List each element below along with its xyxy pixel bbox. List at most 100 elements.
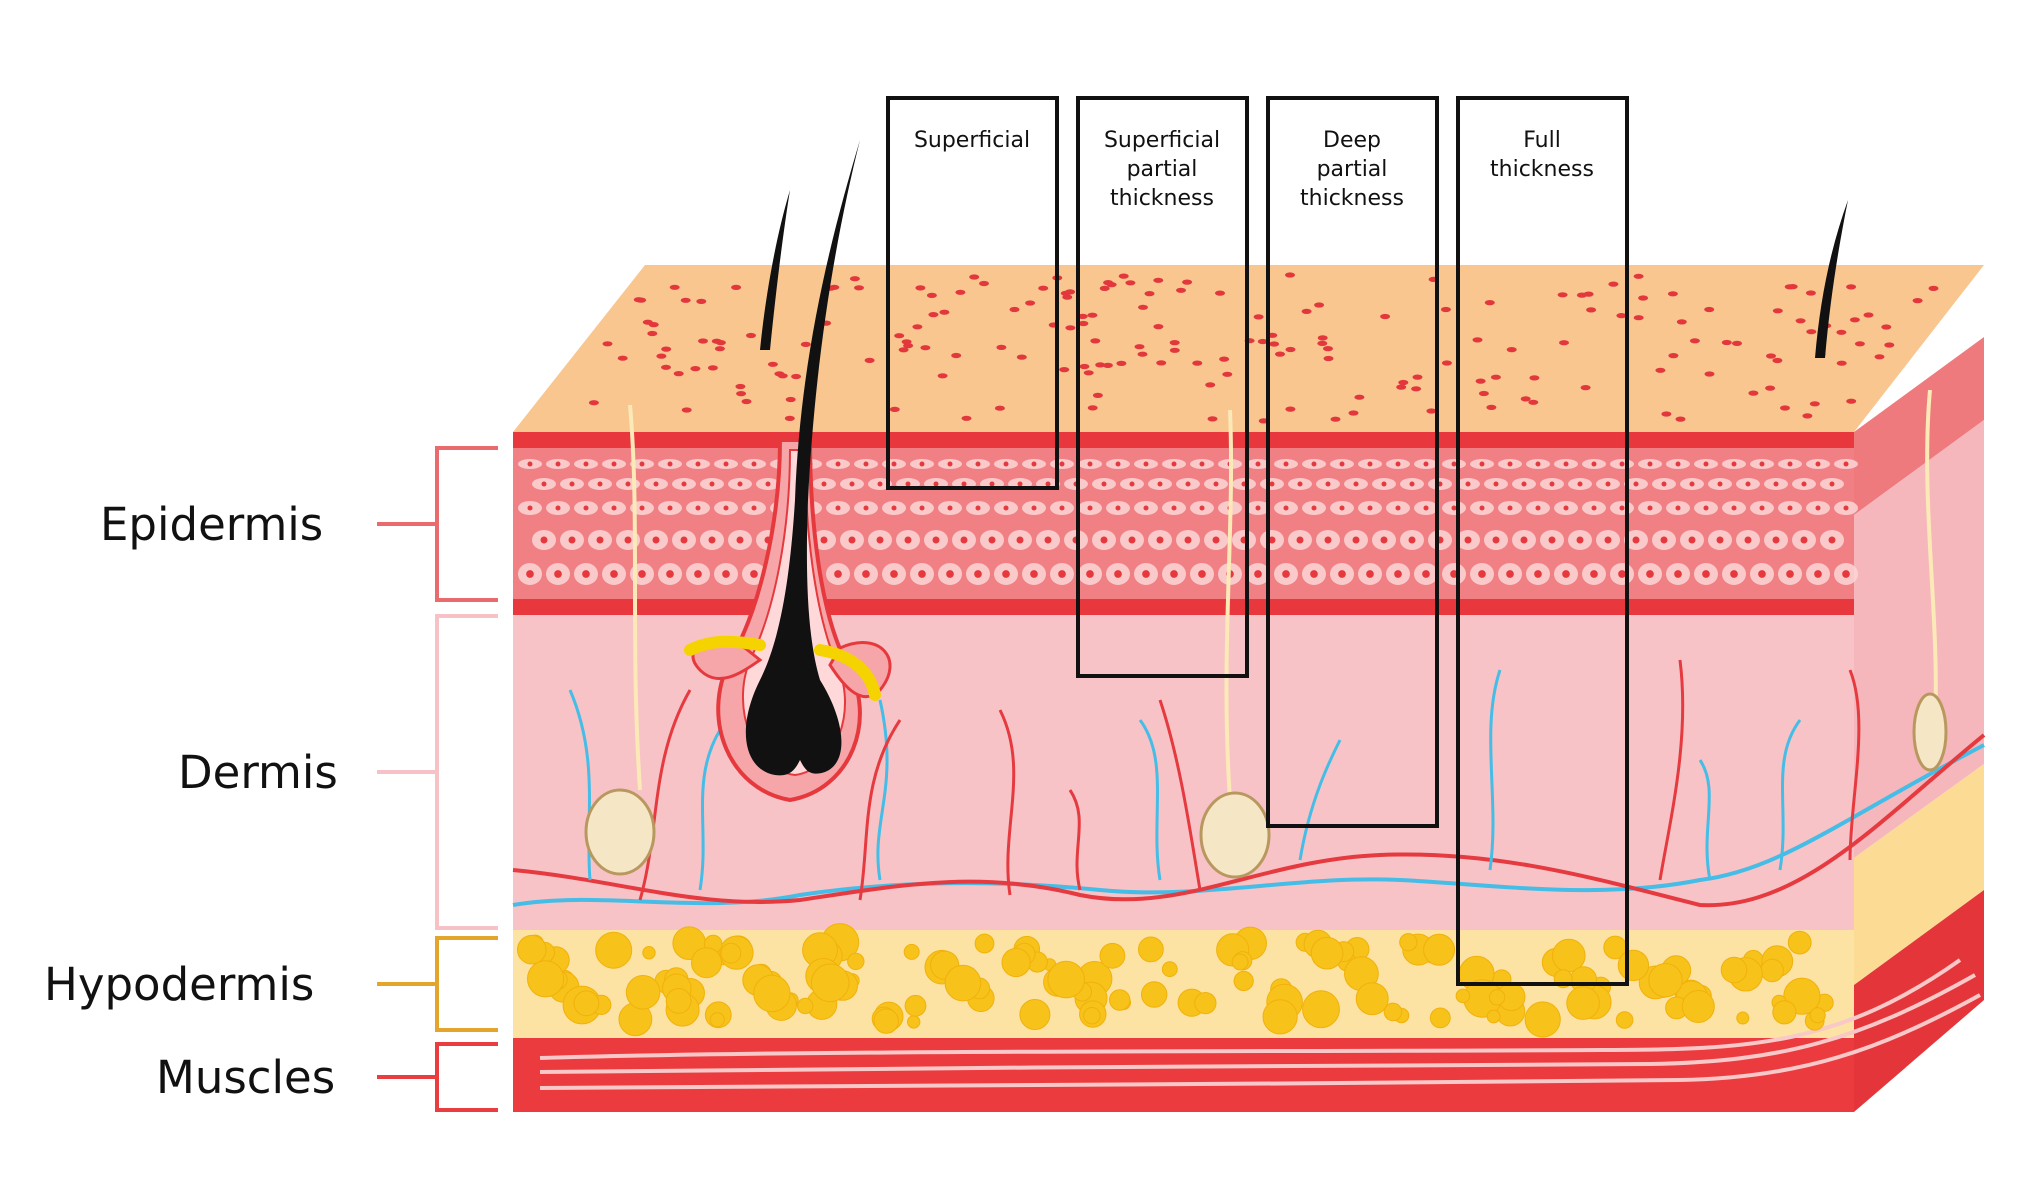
epidermis-cell [994, 563, 1018, 585]
fat-cell [1681, 990, 1715, 1023]
surface-pore [1102, 362, 1113, 368]
burn-box-superficial-partial [1076, 96, 1249, 678]
epidermis-cell [1652, 530, 1676, 550]
epidermis-cell [1204, 530, 1228, 550]
epidermis-cell [518, 459, 542, 469]
epidermis-cell [1414, 563, 1438, 585]
surface-pore [1928, 285, 1939, 291]
epidermis-cell [1372, 478, 1396, 490]
epidermis-cell [1736, 530, 1760, 550]
surface-pore [1475, 378, 1486, 384]
surface-pore [955, 289, 966, 295]
surface-pore [1854, 341, 1865, 347]
surface-pore [711, 338, 722, 344]
epidermis-cell [840, 478, 864, 490]
surface-pore [903, 343, 914, 349]
epidermis-cell [1554, 563, 1578, 585]
epidermis-cell [574, 459, 598, 469]
epidermis-cell [966, 563, 990, 585]
fat-cell [753, 974, 791, 1013]
surface-pore [1806, 329, 1817, 335]
epidermis-cell [1736, 478, 1760, 490]
surface-pore [1257, 338, 1268, 345]
epidermis-cell [1442, 459, 1466, 469]
epidermis-cell [1666, 563, 1690, 585]
epidermis-cell [1162, 501, 1186, 515]
epidermis-cell [1358, 563, 1382, 585]
epidermis-cell [1260, 478, 1284, 490]
sweat-glands [584, 692, 1948, 879]
surface-pore [961, 415, 972, 421]
surface-pore [1275, 351, 1285, 357]
epidermis-cell [1162, 459, 1186, 469]
fat-cell [1429, 1007, 1451, 1029]
epidermis-cell [896, 530, 920, 550]
epidermis-cell [1722, 501, 1746, 515]
surface-pore [1077, 313, 1088, 319]
surface-pore [731, 284, 742, 290]
fat-cell [1760, 958, 1784, 983]
epidermis-cell [1750, 563, 1774, 585]
epidermis-cell [1764, 530, 1788, 550]
surface-pore [1529, 375, 1540, 381]
surface-pore [1144, 291, 1155, 297]
surface-pore [1083, 370, 1094, 376]
epidermis-cell [1078, 459, 1102, 469]
surface-pore [1772, 308, 1783, 314]
surface-pore [912, 324, 923, 330]
epidermis-cell [1162, 563, 1186, 585]
surface-pore [1059, 367, 1070, 373]
dermis-bracket [377, 614, 498, 930]
fat-cell [1455, 988, 1471, 1004]
fat-cell [873, 1008, 899, 1034]
epidermis-cell [1358, 459, 1382, 469]
hypodermis-bracket [377, 936, 498, 1032]
epidermis-cell [756, 478, 780, 490]
epidermis-cell [1526, 459, 1550, 469]
surface-pore [1207, 416, 1218, 422]
surface-pore [1176, 287, 1186, 293]
surface-pore [785, 396, 796, 403]
epidermis-cell [644, 530, 668, 550]
epidermis-cell [938, 563, 962, 585]
surface-pore [996, 344, 1007, 350]
epidermis-cell [1330, 459, 1354, 469]
surface-pore [636, 297, 647, 303]
epidermis-cell [910, 459, 934, 469]
epidermis-label: Epidermis [100, 498, 323, 551]
epidermis-cell [546, 563, 570, 585]
fat-cell [573, 990, 600, 1017]
epidermis-cell [1484, 530, 1508, 550]
surface-pore [1317, 335, 1328, 341]
surface-pore [707, 365, 718, 371]
epidermis-cell [1008, 530, 1032, 550]
epidermis-cell [1148, 530, 1172, 550]
epidermis-cell [952, 530, 976, 550]
surface-pore [1219, 356, 1230, 362]
surface-pore [1095, 362, 1106, 368]
surface-pore [696, 298, 707, 304]
muscle-side-face [1854, 890, 1984, 1112]
fat-cell [527, 960, 565, 998]
fat-cell [1488, 989, 1506, 1006]
surface-pore [1881, 324, 1892, 330]
epidermis-cell [1470, 459, 1494, 469]
surface-pore [1863, 312, 1874, 318]
surface-pore [714, 346, 725, 352]
epidermis-cell [1764, 478, 1788, 490]
surface-pore [1846, 398, 1857, 404]
epidermis-cell [1820, 530, 1844, 550]
surface-pore [1704, 371, 1715, 377]
surface-pore [1836, 329, 1847, 335]
surface-pore [894, 333, 905, 339]
epidermis-cell [1232, 478, 1256, 490]
epidermis-cell [1568, 478, 1592, 490]
surface-pore [854, 285, 864, 291]
muscles-bracket [377, 1042, 498, 1112]
epidermis-cell [1694, 563, 1718, 585]
surface-pore [1169, 347, 1180, 353]
surface-pore [1062, 294, 1073, 300]
surface-pore [1520, 396, 1531, 402]
burn-label-full-thickness-1: Full [1523, 128, 1561, 153]
surface-pore [698, 338, 708, 344]
